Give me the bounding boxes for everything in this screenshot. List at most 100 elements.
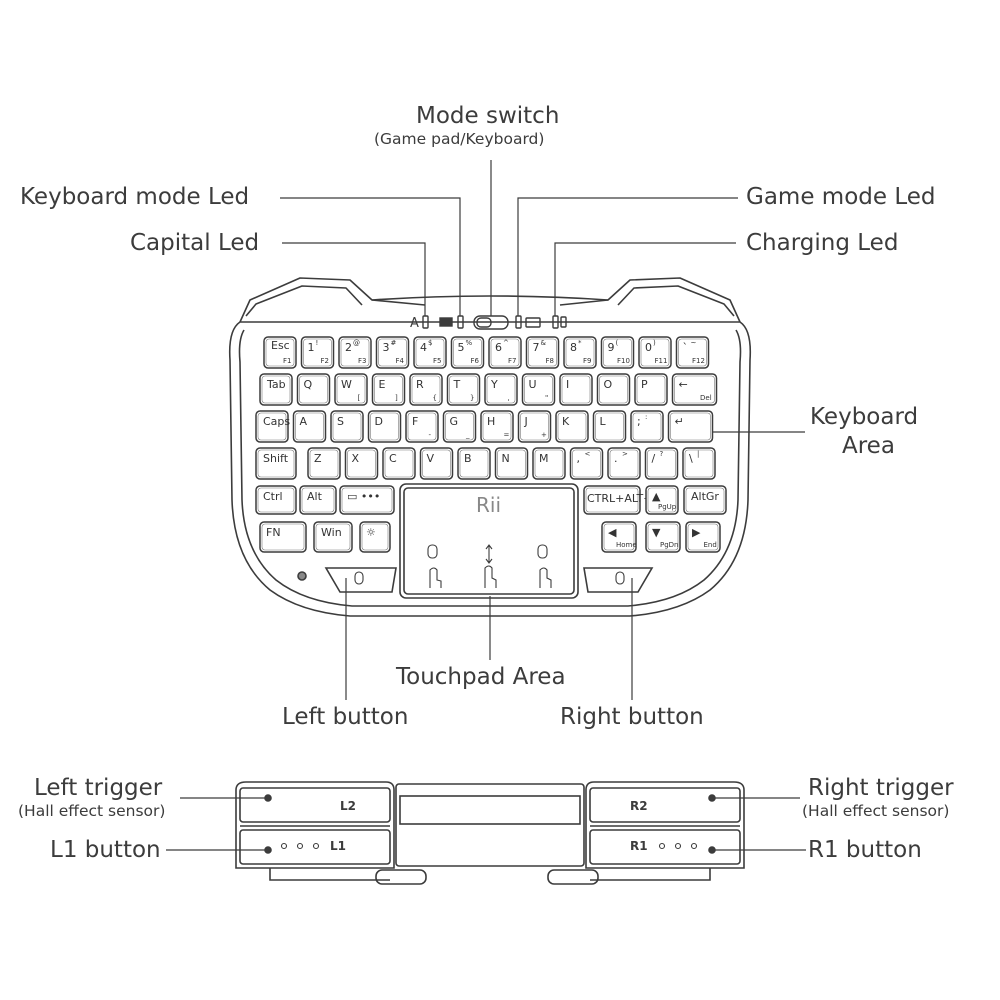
key-label: V: [427, 452, 435, 465]
r1-button: [589, 829, 741, 865]
key-4-4[interactable]: C: [382, 447, 416, 480]
key-2-2[interactable]: Q: [296, 373, 331, 406]
key-altgr[interactable]: AltGr: [683, 485, 727, 515]
key-mouse-toggle[interactable]: ▭ •••: [339, 485, 395, 515]
key-3-2[interactable]: A: [292, 410, 327, 443]
key-home[interactable]: ◀Home: [601, 521, 637, 553]
key-label: ▲: [652, 490, 661, 503]
key-fn[interactable]: FN: [259, 521, 307, 553]
key-shift-label: ~: [691, 339, 697, 347]
key-4-7[interactable]: N: [494, 447, 529, 480]
key-1-8[interactable]: 7&F8: [525, 336, 560, 369]
key-2-12[interactable]: ←Del: [671, 373, 718, 406]
key-2-10[interactable]: O: [596, 373, 631, 406]
key-2-1[interactable]: Tab: [259, 373, 293, 406]
key-label: Z: [314, 452, 322, 465]
key-shift-label: &: [541, 339, 547, 347]
key-fn-label: ,: [508, 394, 510, 402]
key-fn-label: F11: [655, 357, 668, 365]
key-fn-label: F5: [433, 357, 441, 365]
key-4-8[interactable]: M: [532, 447, 566, 480]
key-3-9[interactable]: K: [555, 410, 589, 443]
key-fn-label: F3: [358, 357, 366, 365]
key-2-9[interactable]: I: [559, 373, 593, 406]
key-pgdn[interactable]: ▼PgDn: [645, 521, 681, 553]
led-row: A: [410, 315, 567, 331]
key-3-1[interactable]: Caps: [255, 410, 290, 443]
key-1-5[interactable]: 4$F5: [413, 336, 447, 369]
key-4-2[interactable]: Z: [307, 447, 341, 480]
key-4-9[interactable]: ,<: [569, 447, 604, 480]
key-fn-label: F9: [583, 357, 591, 365]
label-mode-switch: Mode switch: [416, 103, 560, 129]
key-label: 8: [570, 341, 577, 354]
key-2-3[interactable]: W[: [334, 373, 368, 406]
key-3-7[interactable]: H=: [480, 410, 514, 443]
key-shift-label: (: [616, 339, 619, 347]
key-2-8[interactable]: U": [521, 373, 556, 406]
right-mouse-button: [583, 567, 654, 593]
key-label: 9: [608, 341, 615, 354]
key-3-6[interactable]: G_: [442, 410, 477, 443]
key-3-10[interactable]: L: [592, 410, 627, 443]
key-4-6[interactable]: B: [457, 447, 491, 480]
key-fn-label: ": [545, 394, 548, 402]
key-win[interactable]: Win: [313, 521, 353, 553]
key-4-3[interactable]: X: [344, 447, 379, 480]
key-1-12[interactable]: `~F12: [675, 336, 710, 369]
key-1-3[interactable]: 2@F3: [338, 336, 372, 369]
key-3-5[interactable]: F-: [405, 410, 439, 443]
label-right-trigger: Right trigger: [808, 775, 954, 801]
key-fn-label: F8: [546, 357, 554, 365]
finger-icon: [429, 565, 552, 588]
key-3-11[interactable]: ;:: [630, 410, 664, 443]
key-2-4[interactable]: E]: [371, 373, 406, 406]
key-label: 0: [645, 341, 652, 354]
leader-capital-led: [282, 242, 426, 316]
key-fn-label: F10: [617, 357, 630, 365]
key-label: E: [379, 378, 386, 391]
key-2-7[interactable]: Y,: [484, 373, 518, 406]
key-label: 6: [495, 341, 502, 354]
key-3-3[interactable]: S: [330, 410, 364, 443]
key-2-11[interactable]: P: [634, 373, 668, 406]
key-2-6[interactable]: T}: [446, 373, 481, 406]
key-label: `: [683, 341, 689, 354]
key-fn-label: F4: [396, 357, 405, 365]
key-1-2[interactable]: 1!F2: [300, 336, 335, 369]
key-4-11[interactable]: /?: [644, 447, 679, 480]
key-2-5[interactable]: R{: [409, 373, 443, 406]
key-fn-label: F7: [508, 357, 516, 365]
key-4-1[interactable]: Shift: [255, 447, 297, 480]
key-label: Caps: [263, 415, 290, 428]
key-1-9[interactable]: 8*F9: [563, 336, 597, 369]
light-sensor-icon: [297, 571, 307, 581]
key-end[interactable]: ▶End: [685, 521, 721, 553]
key-1-7[interactable]: 6^F7: [488, 336, 522, 369]
key-3-8[interactable]: J+: [517, 410, 552, 443]
key-pgup[interactable]: ▲PgUp: [645, 485, 679, 515]
key-3-4[interactable]: D: [367, 410, 402, 443]
key-4-5[interactable]: V: [419, 447, 454, 480]
key-label: AltGr: [691, 490, 719, 503]
label-charging-led: Charging Led: [746, 230, 899, 256]
key-1-11[interactable]: 0)F11: [638, 336, 672, 369]
key-3-12[interactable]: ↵: [667, 410, 714, 443]
key-label: M: [539, 452, 549, 465]
key-shift-label: >: [622, 450, 628, 458]
key-1-4[interactable]: 3#F4: [375, 336, 410, 369]
key-1-6[interactable]: 5%F6: [450, 336, 485, 369]
key-label: O: [604, 378, 613, 391]
key-4-12[interactable]: \|: [682, 447, 716, 480]
key-label: ;: [637, 415, 641, 428]
key-alt[interactable]: Alt: [299, 485, 337, 515]
key-1-10[interactable]: 9( F10: [600, 336, 635, 369]
key-backlight[interactable]: ☼: [359, 521, 391, 553]
key-ctrl[interactable]: Ctrl: [255, 485, 297, 515]
key-fn-label: PgUp: [658, 503, 677, 511]
key-shift-label: !: [316, 339, 319, 347]
key-4-10[interactable]: .>: [607, 447, 641, 480]
key-label: A: [300, 415, 308, 428]
label-game-mode-led: Game mode Led: [746, 184, 936, 210]
